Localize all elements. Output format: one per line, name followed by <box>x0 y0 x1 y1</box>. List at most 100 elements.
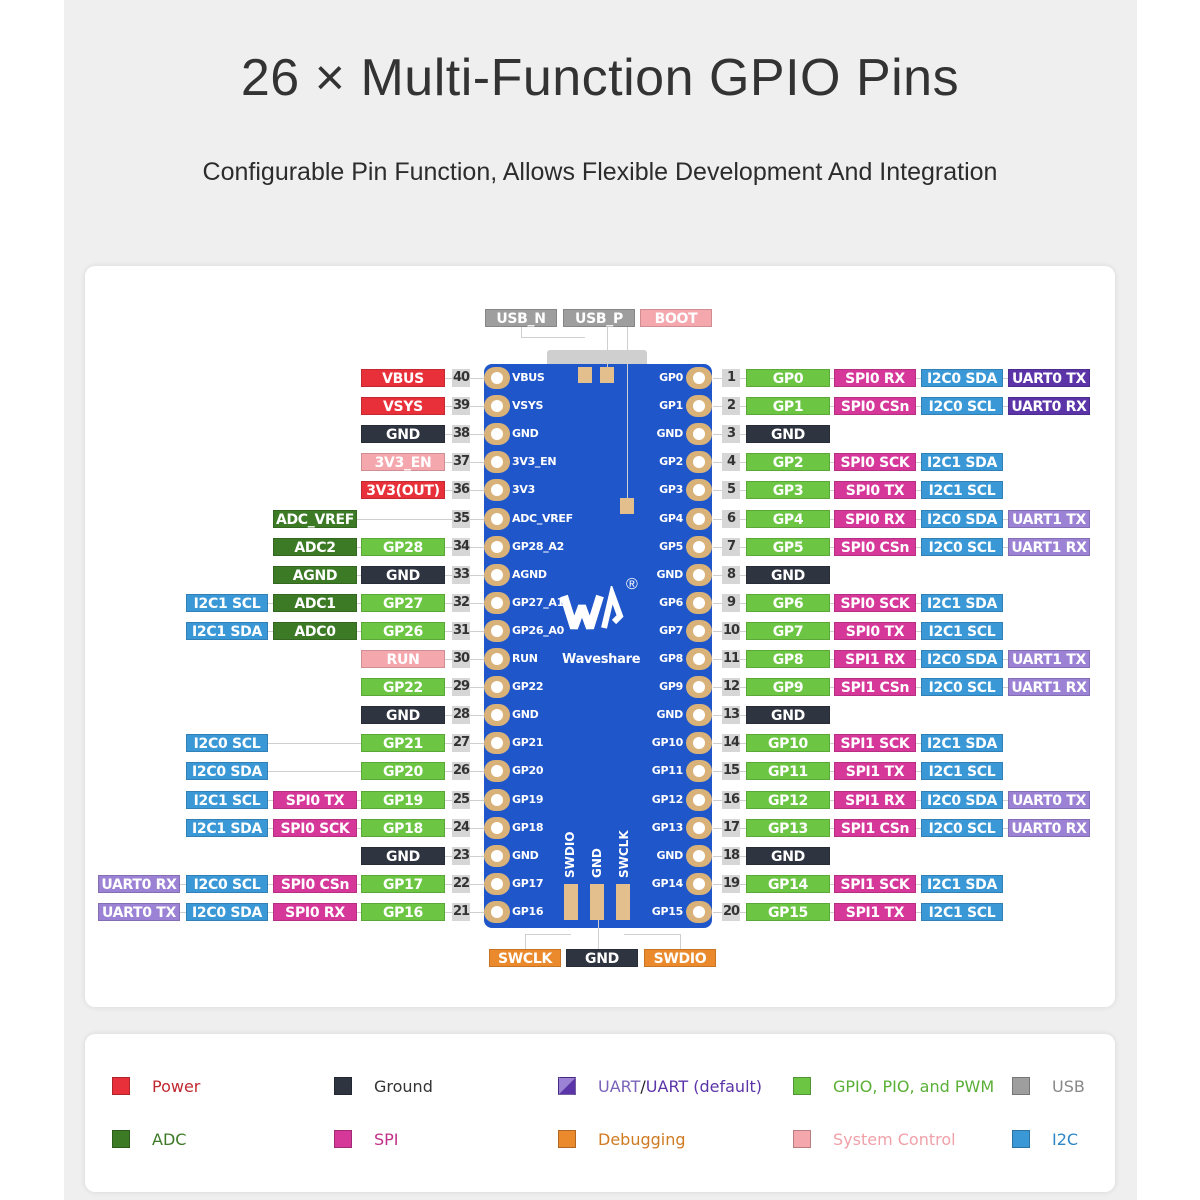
usb-n-leader-h <box>521 337 585 338</box>
pin-function-label: GND <box>361 846 445 865</box>
legend-swatch <box>793 1077 811 1095</box>
board-pin-label: GP13 <box>651 820 684 834</box>
pin-function-label: GND <box>361 565 445 584</box>
legend-item-gpio: GPIO, PIO, and PWM <box>793 1076 994 1096</box>
pin-function-label: UART0 TX <box>98 902 180 921</box>
pin-function-label: UART1 TX <box>1008 650 1090 668</box>
pin-function-label: SPI1 SCK <box>834 874 916 893</box>
legend-card <box>85 1034 1115 1192</box>
pin-function-label: GP1 <box>746 397 830 416</box>
pin-function-label: ADC_VREF <box>273 509 357 528</box>
swclk-leader-h <box>525 934 571 935</box>
pin-function-label: ADC1 <box>273 593 357 612</box>
board-pin-label: ADC_VREF <box>512 511 573 525</box>
bottom-label-gnd: GND <box>566 949 638 967</box>
pin-number: 27 <box>452 734 470 753</box>
row-connector <box>445 490 452 492</box>
board-pin-label: RUN <box>512 652 538 665</box>
pin-function-label: I2C0 SDA <box>186 902 268 921</box>
board-pad-left <box>484 900 510 923</box>
row-connector <box>740 490 921 492</box>
pin-number: 2 <box>722 397 740 416</box>
pin-number: 26 <box>452 762 470 781</box>
pin-function-label: I2C1 SCL <box>921 481 1003 500</box>
board-pad-right <box>686 423 712 446</box>
pin-function-label: I2C1 SDA <box>921 734 1003 753</box>
board-pad-right <box>686 619 712 642</box>
pin-function-label: I2C0 SCL <box>921 537 1003 556</box>
pin-leader <box>713 883 722 885</box>
board-pad-right <box>686 816 712 839</box>
pin-function-label: UART1 RX <box>1008 678 1090 697</box>
legend-item-uart: UART / UART (default) <box>558 1076 762 1096</box>
boot-pad <box>620 498 634 514</box>
pin-number: 40 <box>452 369 470 387</box>
board-pin-label: GP8 <box>659 652 683 665</box>
legend-label-sep: / <box>640 1076 646 1096</box>
pin-function-label: I2C1 SDA <box>921 593 1003 612</box>
pin-function-label: VBUS <box>361 369 445 387</box>
pin-number: 14 <box>722 734 740 753</box>
legend-swatch <box>1012 1077 1030 1095</box>
row-connector <box>268 771 452 773</box>
pin-leader <box>470 630 484 632</box>
pin-number: 36 <box>452 481 470 500</box>
pin-function-label: I2C0 SCL <box>186 734 268 753</box>
pin-function-label: SPI0 SCK <box>273 818 357 837</box>
gnd-leader <box>598 920 599 949</box>
pin-function-label: UART0 RX <box>1008 818 1090 837</box>
board-pad-left <box>484 479 510 502</box>
pin-function-label: SPI0 RX <box>834 369 916 387</box>
pin-function-label: I2C1 SCL <box>186 593 268 612</box>
debug-pad-label: SWCLK <box>617 830 631 878</box>
board-pin-label: AGND <box>512 567 547 581</box>
pin-leader <box>470 659 484 660</box>
pin-number: 31 <box>452 621 470 640</box>
pin-function-label: I2C0 SCL <box>921 818 1003 837</box>
board-pad-left <box>484 816 510 839</box>
legend-item-i2c: I2C <box>1012 1129 1078 1149</box>
board-pin-label: GP5 <box>659 539 683 553</box>
board-pad-left <box>484 872 510 895</box>
board-pad-left <box>484 507 510 530</box>
board-pad-left <box>484 619 510 642</box>
board-pad-left <box>484 732 510 755</box>
pin-leader <box>470 715 484 717</box>
top-label-usb_p: USB_P <box>563 309 635 327</box>
pin-leader <box>470 490 484 492</box>
board-pad-right <box>686 395 712 418</box>
legend-label-default: UART (default) <box>645 1076 763 1096</box>
board-pin-label: VBUS <box>512 371 545 384</box>
pin-function-label: UART0 TX <box>1008 369 1090 387</box>
pin-function-label: GND <box>361 425 445 444</box>
legend-swatch <box>1012 1130 1030 1148</box>
board-pin-label: GND <box>656 427 684 441</box>
row-connector <box>445 434 452 436</box>
pin-function-label: I2C0 SDA <box>921 369 1003 387</box>
pin-function-label: SPI0 SCK <box>834 453 916 472</box>
board-pin-label: GP2 <box>659 455 683 469</box>
pin-function-label: I2C1 SDA <box>921 453 1003 472</box>
row-connector <box>445 378 452 379</box>
pin-leader <box>470 406 484 408</box>
legend-label: ADC <box>152 1129 187 1149</box>
pin-number: 9 <box>722 593 740 612</box>
pin-function-label: I2C1 SDA <box>186 621 268 640</box>
pin-number: 11 <box>722 650 740 668</box>
pin-function-label: I2C1 SCL <box>921 902 1003 921</box>
row-connector <box>268 630 452 632</box>
board-pad-right <box>686 732 712 755</box>
pin-number: 12 <box>722 678 740 697</box>
pin-function-label: 3V3(OUT) <box>361 481 445 500</box>
legend-item-power: Power <box>112 1076 200 1096</box>
legend-item-ground: Ground <box>334 1076 433 1096</box>
board-pin-label: GP22 <box>512 680 544 694</box>
board-pad-right <box>686 507 712 530</box>
pin-leader <box>713 799 722 801</box>
pin-function-label: I2C1 SCL <box>921 621 1003 640</box>
swdio-leader-h <box>624 934 680 935</box>
pin-function-label: SPI0 CSn <box>273 874 357 893</box>
board-pin-label: GP4 <box>659 511 683 525</box>
row-connector <box>445 687 452 689</box>
pin-number: 29 <box>452 678 470 697</box>
